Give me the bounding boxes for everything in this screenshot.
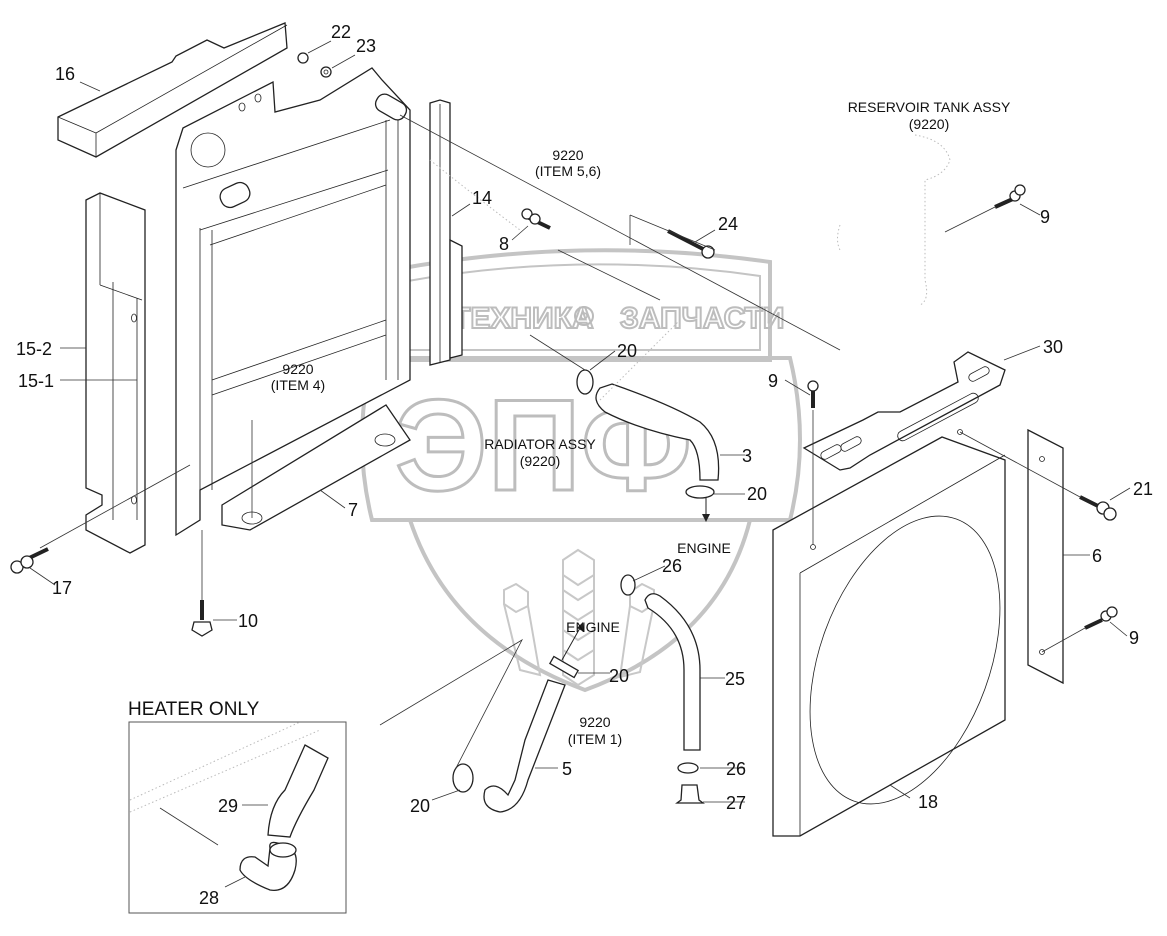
callout-25: 25 [725, 669, 745, 689]
clamp-20-lower [685, 485, 715, 522]
bolt-8 [521, 208, 551, 230]
clamp-20-mid [548, 622, 584, 679]
callout-10: 10 [238, 611, 258, 631]
ref-item1-text: (ITEM 1) [568, 731, 622, 747]
callout-21: 21 [1133, 479, 1153, 499]
part-14-post [429, 99, 463, 366]
bolt-9-vertical [807, 380, 819, 408]
part-16-top-seal [57, 22, 288, 158]
hose-25 [644, 593, 701, 751]
callout-29: 29 [218, 796, 238, 816]
callout-20-mid: 20 [609, 666, 629, 686]
ref-item4-number: 9220 [282, 361, 313, 377]
callout-5: 5 [562, 759, 572, 779]
callout-6: 6 [1092, 546, 1102, 566]
callout-16: 16 [55, 64, 75, 84]
radiator-assy-label: RADIATOR ASSY [484, 436, 596, 452]
callout-3: 3 [742, 446, 752, 466]
callout-27: 27 [726, 793, 746, 813]
callout-20-bottom: 20 [410, 796, 430, 816]
part-15-side-seal [85, 192, 146, 554]
bolt-9-reservoir [994, 184, 1026, 209]
callout-22: 22 [331, 22, 351, 42]
radiator-assy-ref: (9220) [520, 453, 560, 469]
bracket-30 [802, 351, 1006, 471]
callout-30: 30 [1043, 337, 1063, 357]
reservoir-tank-label: RESERVOIR TANK ASSY [848, 99, 1011, 115]
cap-27 [675, 784, 705, 804]
watermark-text-right: ЗАПЧАСТИ [620, 302, 784, 335]
callout-9-reservoir: 9 [1040, 207, 1050, 227]
clamp-26-upper [620, 574, 636, 596]
callout-9-right: 9 [1129, 628, 1139, 648]
callout-20-upper: 20 [617, 341, 637, 361]
engine-label-upper: ENGINE [677, 540, 731, 556]
callout-23: 23 [356, 36, 376, 56]
hose-29 [267, 744, 329, 838]
fan-shroud-18 [772, 429, 1006, 837]
radiator-core [175, 67, 411, 537]
fasteners [10, 52, 1118, 637]
ref-item4-text: (ITEM 4) [271, 377, 325, 393]
callout-26-upper: 26 [662, 556, 682, 576]
callout-7: 7 [348, 500, 358, 520]
bolt-21 [1079, 495, 1117, 521]
callout-28: 28 [199, 888, 219, 908]
callout-15-1: 15-1 [18, 371, 54, 391]
heater-only-heading: HEATER ONLY [128, 699, 260, 720]
leader-lines [29, 40, 1131, 888]
callout-18: 18 [918, 792, 938, 812]
clamp-20-bottom [452, 763, 474, 793]
hose-5 [483, 679, 566, 813]
clamp-26-lower [677, 762, 699, 774]
callout-14: 14 [472, 188, 492, 208]
ref-item56-text: (ITEM 5,6) [535, 163, 601, 179]
callout-15-2: 15-2 [16, 339, 52, 359]
assembly-labels: RESERVOIR TANK ASSY (9220) 9220 (ITEM 5,… [128, 99, 1011, 747]
watermark-text-left: ТЕХНИКА [452, 302, 594, 335]
heater-only-panel [128, 721, 347, 914]
bolt-24 [667, 229, 715, 259]
bolt-17 [10, 547, 49, 574]
watermark-shield-bottom [408, 519, 752, 693]
reservoir-tank-ref: (9220) [909, 116, 949, 132]
watermark-gear-hub-icon [580, 312, 588, 320]
callout-9-vertical: 9 [768, 371, 778, 391]
callout-8: 8 [499, 234, 509, 254]
engine-label-lower: ENGINE [566, 619, 620, 635]
hose-3 [595, 383, 720, 481]
filler-port [190, 132, 226, 168]
callout-26-lower: 26 [726, 759, 746, 779]
callout-numbers: 16 22 23 14 8 24 9 15-2 15-1 20 30 9 3 2… [16, 22, 1153, 908]
callout-17: 17 [52, 578, 72, 598]
ref-item1-number: 9220 [579, 714, 610, 730]
watermark-gear-icon [574, 306, 594, 326]
ref-item56-number: 9220 [552, 147, 583, 163]
callout-20-lower: 20 [747, 484, 767, 504]
clamp-20-upper [576, 369, 594, 395]
washer-23 [320, 66, 332, 78]
side-plate-6 [1027, 428, 1064, 685]
callout-24: 24 [718, 214, 738, 234]
bolt-9-right [1084, 606, 1118, 630]
reservoir-tank-ghost [837, 134, 951, 306]
ghost-lines [429, 159, 681, 401]
bolt-10 [191, 600, 213, 637]
nut-22 [297, 52, 309, 64]
